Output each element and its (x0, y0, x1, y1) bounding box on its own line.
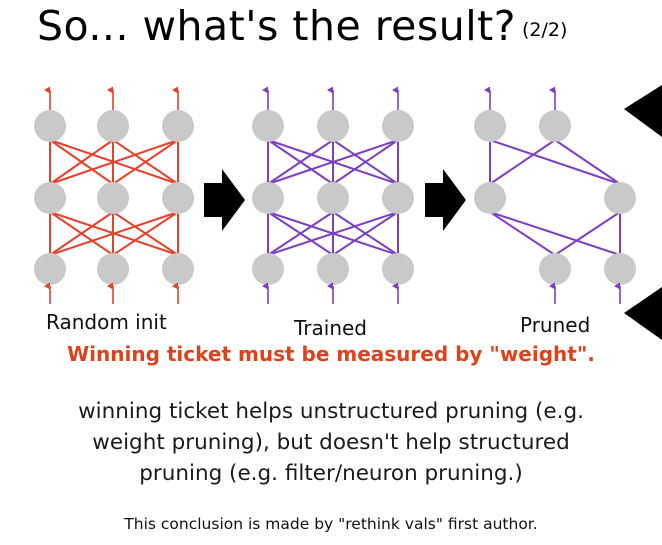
arrow-right-icon (425, 169, 466, 231)
explanation-line: pruning (e.g. filter/neuron pruning.) (139, 461, 523, 486)
title-page-indicator: (2/2) (521, 19, 568, 41)
attribution-footnote: This conclusion is made by "rethink vals… (124, 515, 538, 533)
neuron-node (97, 110, 129, 142)
neuron-node (252, 182, 284, 214)
neuron-node (317, 253, 349, 285)
neuron-node (162, 182, 194, 214)
neuron-node (539, 253, 571, 285)
neuron-node (382, 110, 414, 142)
network-diagram (34, 85, 662, 340)
neuron-node (382, 253, 414, 285)
network-edge (554, 211, 621, 256)
neuron-node (162, 110, 194, 142)
explanation-line: winning ticket helps unstructured prunin… (78, 399, 584, 424)
slide-title: So... what's the result?(2/2) (37, 2, 657, 50)
neuron-node (97, 253, 129, 285)
neuron-node (604, 253, 636, 285)
neuron-node (539, 110, 571, 142)
neuron-node (474, 182, 506, 214)
partial-arrow-icon (624, 287, 662, 340)
network-edge (267, 139, 334, 185)
network-edge (267, 211, 334, 256)
neuron-node (34, 253, 66, 285)
io-arrows (44, 86, 621, 304)
network-edges (49, 139, 621, 256)
neuron-node (252, 253, 284, 285)
network-edge (489, 211, 556, 256)
panel-label-pruned: Pruned (520, 313, 591, 337)
neuron-node (34, 110, 66, 142)
network-edge (489, 139, 556, 185)
network-edge (267, 211, 399, 256)
network-edge (489, 211, 621, 256)
network-edge (49, 139, 114, 185)
network-edge (49, 211, 114, 256)
title-text: So... what's the result? (37, 2, 516, 50)
key-takeaway: Winning ticket must be measured by "weig… (67, 342, 595, 366)
neuron-node (34, 182, 66, 214)
neuron-node (474, 110, 506, 142)
network-edge (49, 139, 179, 185)
neuron-node (317, 110, 349, 142)
neuron-node (252, 110, 284, 142)
explanation-text: winning ticket helps unstructured prunin… (40, 396, 622, 489)
neuron-node (162, 253, 194, 285)
network-nodes (34, 110, 636, 285)
network-edge (49, 211, 179, 256)
panel-label-trained: Trained (294, 316, 367, 340)
network-edge (267, 139, 399, 185)
neuron-node (382, 182, 414, 214)
neuron-node (604, 182, 636, 214)
network-edge (554, 139, 621, 185)
network-edge (112, 211, 179, 256)
panel-label-random-init: Random init (46, 310, 167, 334)
network-edge (112, 139, 179, 185)
network-edge (489, 139, 621, 185)
network-edge (332, 139, 399, 185)
partial-arrow-icon (624, 85, 662, 137)
explanation-line: weight pruning), but doesn't help struct… (92, 430, 570, 455)
neuron-node (97, 182, 129, 214)
arrow-right-icon (204, 169, 245, 231)
neuron-node (317, 182, 349, 214)
network-edge (332, 211, 399, 256)
